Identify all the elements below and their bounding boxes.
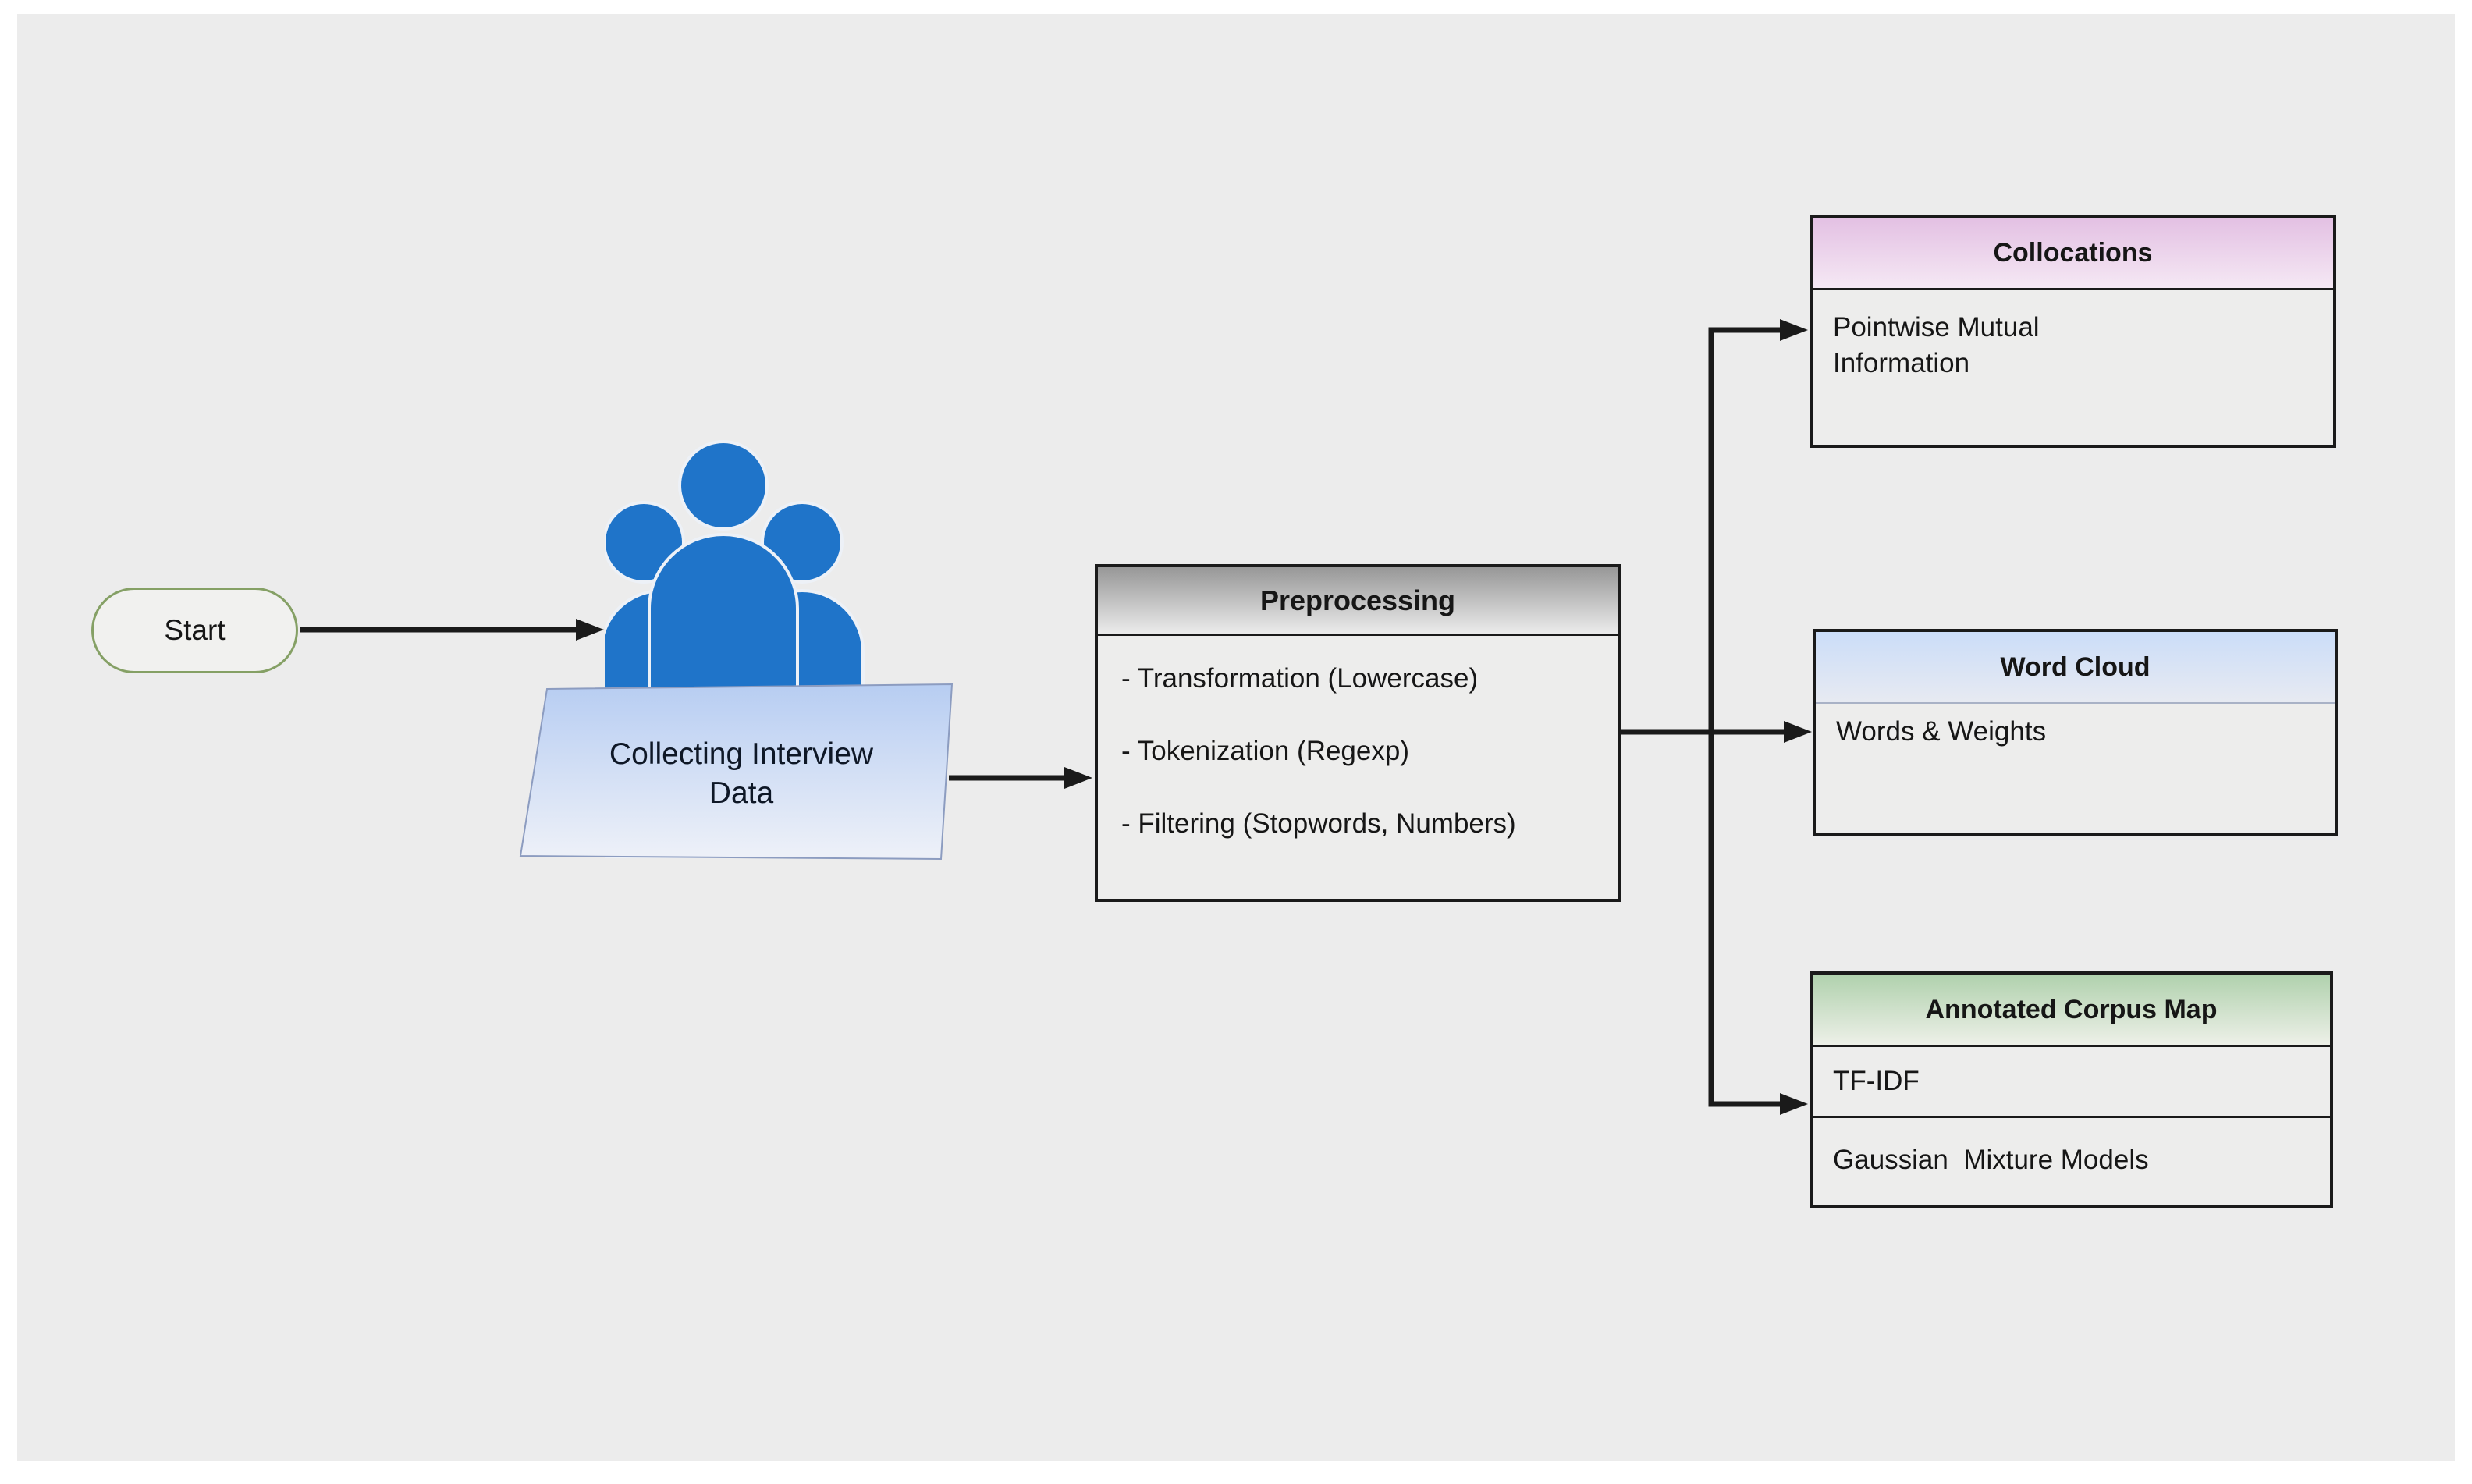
preprocessing-item: - Filtering (Stopwords, Numbers) bbox=[1121, 808, 1516, 839]
preprocessing-node: Preprocessing - Transformation (Lowercas… bbox=[1095, 564, 1621, 902]
collect-data-shape bbox=[519, 683, 954, 861]
word-cloud-node: Word Cloud Words & Weights bbox=[1813, 629, 2338, 836]
annotated-corpus-map-node: Annotated Corpus Map TF-IDF Gaussian Mix… bbox=[1810, 971, 2333, 1208]
annotated-corpus-map-title: Annotated Corpus Map bbox=[1813, 975, 2330, 1047]
arrow-branch-to-corpus-map bbox=[1708, 732, 1808, 1115]
start-label: Start bbox=[164, 614, 226, 646]
preprocessing-title: Preprocessing bbox=[1098, 567, 1618, 636]
corpus-map-row: TF-IDF bbox=[1813, 1047, 2330, 1118]
preprocessing-items: - Transformation (Lowercase) - Tokenizat… bbox=[1098, 636, 1618, 842]
person-center-head bbox=[678, 440, 769, 531]
word-cloud-title: Word Cloud bbox=[1816, 632, 2335, 704]
preprocessing-item: - Transformation (Lowercase) bbox=[1121, 663, 1479, 694]
collocations-title: Collocations bbox=[1813, 218, 2333, 290]
collect-data-label: Collecting Interview Data bbox=[609, 737, 874, 810]
collocations-node: Collocations Pointwise Mutual Informatio… bbox=[1810, 215, 2336, 448]
preprocessing-item: - Tokenization (Regexp) bbox=[1121, 736, 1409, 766]
corpus-map-row: Gaussian Mixture Models bbox=[1833, 1145, 2149, 1175]
start-node: Start bbox=[91, 588, 298, 673]
word-cloud-body: Words & Weights bbox=[1836, 716, 2047, 747]
collocations-body: Pointwise Mutual Information bbox=[1833, 312, 2040, 378]
arrow-branch-to-collocations bbox=[1708, 319, 1808, 732]
